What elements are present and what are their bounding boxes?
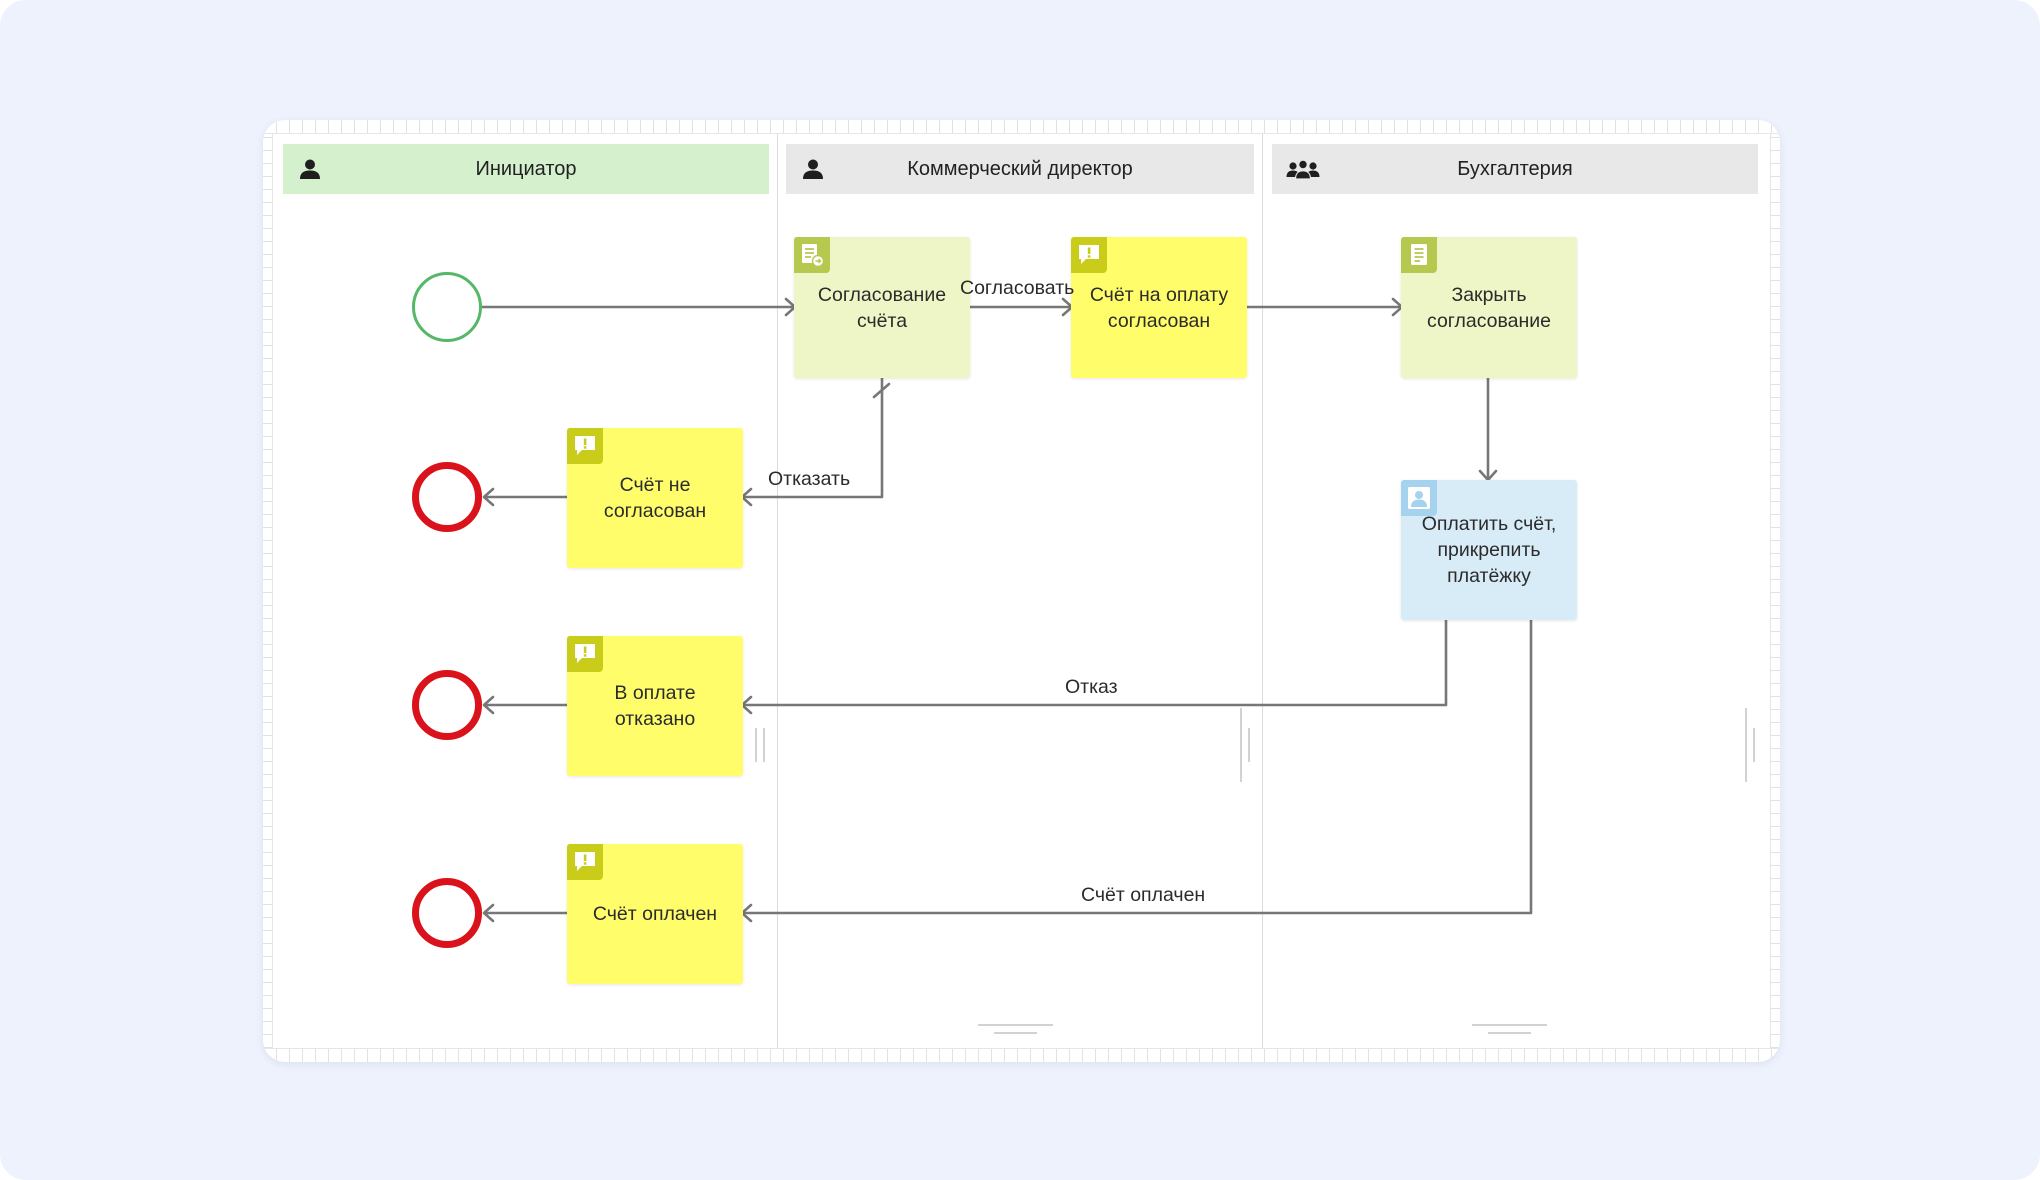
- flow-label-approve: Согласовать: [960, 277, 1075, 299]
- node-text: Оплатить счёт, прикрепить платёжку: [1421, 513, 1557, 587]
- lane-title: Инициатор: [475, 157, 577, 180]
- notification-invoice-paid[interactable]: Счёт оплачен: [567, 844, 743, 984]
- resize-grip: [1472, 1024, 1547, 1034]
- lane-separator: [1262, 134, 1263, 1048]
- notification-payment-refused[interactable]: В оплате отказано: [567, 636, 743, 776]
- node-text: Счёт оплачен: [592, 903, 718, 925]
- ruler-right: [1770, 134, 1780, 1048]
- group-icon: [1286, 159, 1320, 180]
- flow-refusal: [741, 618, 1448, 707]
- end-event-paid[interactable]: [412, 878, 482, 948]
- node-text: В оплате отказано: [614, 682, 696, 730]
- notification-invoice-rejected[interactable]: Счёт не согласован: [567, 428, 743, 568]
- lane-header-initiator[interactable]: Инициатор: [283, 144, 769, 194]
- flow-label-paid: Счёт оплачен: [1081, 884, 1206, 906]
- notification-icon: [567, 428, 603, 464]
- lane-title: Коммерческий директор: [907, 157, 1133, 180]
- task-invoice-approval[interactable]: Согласование счёта: [794, 237, 970, 378]
- task-close-approval[interactable]: Закрыть согласование: [1401, 237, 1577, 378]
- flow-reject: [741, 376, 884, 499]
- script-icon: [1401, 237, 1437, 273]
- user-icon: [803, 159, 823, 179]
- flow-paid: [741, 618, 1533, 915]
- notification-icon: [567, 636, 603, 672]
- flow-label-reject: Отказать: [768, 468, 851, 490]
- notification-icon: [1071, 237, 1107, 273]
- lane-separator: [777, 134, 778, 1048]
- end-event-refused[interactable]: [412, 670, 482, 740]
- notification-icon: [567, 844, 603, 880]
- flow-label-refusal: Отказ: [1065, 676, 1118, 698]
- ruler-left: [263, 134, 273, 1048]
- ruler-bottom: [263, 1048, 1780, 1062]
- diagram-canvas[interactable]: Инициатор Коммерческий директор Бухгалте…: [263, 120, 1780, 1062]
- node-text: Счёт не согласован: [603, 474, 707, 522]
- resize-grip: [1745, 708, 1755, 782]
- end-event-rejected[interactable]: [412, 462, 482, 532]
- user-task-icon: [1401, 480, 1437, 516]
- node-text: Согласование счёта: [817, 283, 947, 332]
- resize-grip: [1240, 708, 1250, 782]
- notification-invoice-approved[interactable]: Счёт на оплату согласован: [1071, 237, 1247, 378]
- sequence-flows: [479, 297, 1755, 1034]
- user-icon: [300, 159, 320, 179]
- node-text: Закрыть согласование: [1426, 283, 1552, 332]
- resize-grip: [978, 1024, 1053, 1034]
- resize-grip: [755, 728, 765, 762]
- ruler-top: [263, 120, 1780, 134]
- user-task-pay-invoice[interactable]: Оплатить счёт, прикрепить платёжку: [1401, 480, 1577, 620]
- start-event[interactable]: [412, 272, 482, 342]
- lane-title: Бухгалтерия: [1457, 157, 1573, 180]
- node-text: Счёт на оплату согласован: [1089, 283, 1229, 332]
- lane-header-commercial-director[interactable]: Коммерческий директор: [786, 144, 1254, 194]
- lane-header-accounting[interactable]: Бухгалтерия: [1272, 144, 1758, 194]
- document-task-icon: [794, 237, 830, 273]
